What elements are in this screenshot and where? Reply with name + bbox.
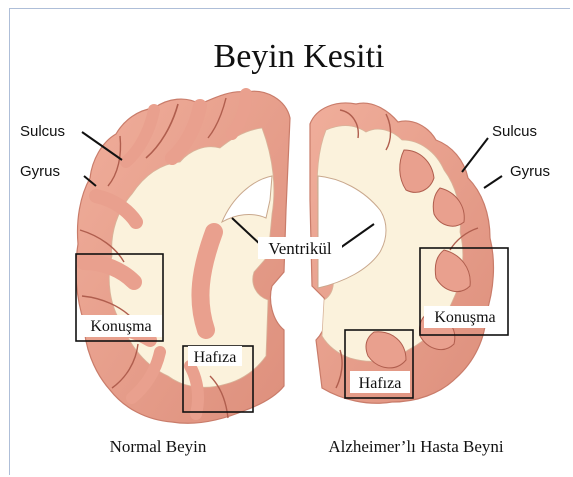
memory-label-left: Hafıza bbox=[194, 349, 237, 366]
alzheimer-brain-caption: Alzheimer’lı Hasta Beyni bbox=[328, 437, 504, 456]
gyrus-label-right: Gyrus bbox=[510, 163, 550, 180]
ventricle-label: Ventrikül bbox=[268, 239, 332, 258]
diagram-title: Beyin Kesiti bbox=[214, 38, 385, 75]
speech-label-left: Konuşma bbox=[90, 318, 151, 335]
normal-brain-caption: Normal Beyin bbox=[110, 437, 207, 456]
speech-label-right: Konuşma bbox=[434, 309, 495, 326]
sulcus-label-right: Sulcus bbox=[492, 123, 537, 140]
gyrus-label-left: Gyrus bbox=[20, 163, 60, 180]
sulcus-label-left: Sulcus bbox=[20, 123, 65, 140]
memory-label-right: Hafıza bbox=[359, 375, 402, 392]
gyrus-right-pointer bbox=[484, 176, 502, 188]
sulcus-right-pointer bbox=[462, 138, 488, 172]
